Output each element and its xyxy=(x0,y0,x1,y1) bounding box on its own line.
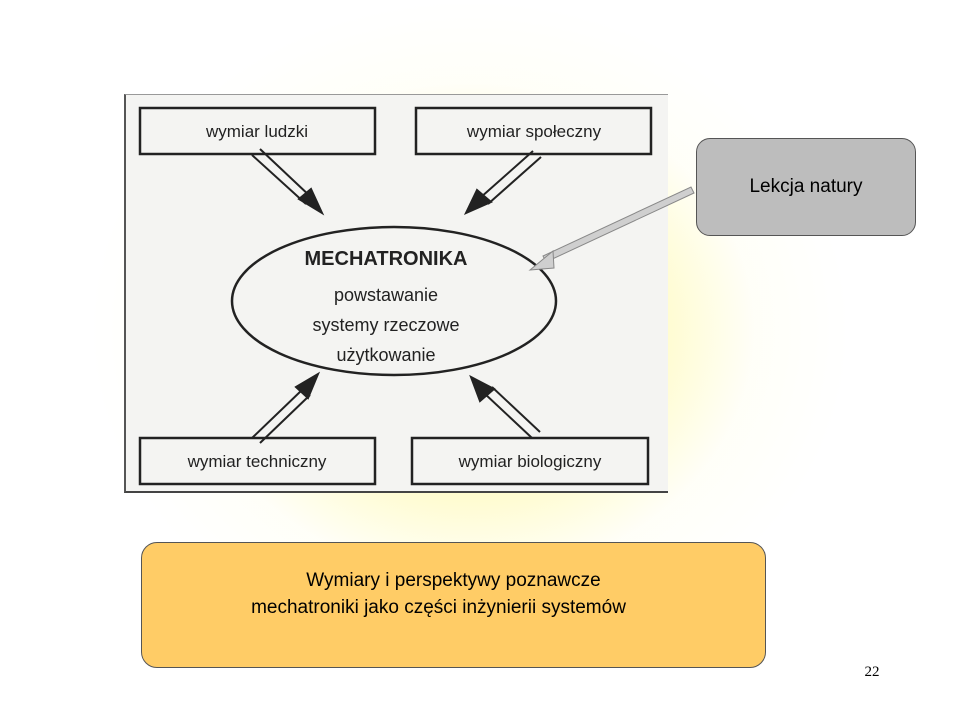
center-line-powstawanie: powstawanie xyxy=(334,285,438,305)
box-wymiar-spoleczny-label: wymiar społeczny xyxy=(466,122,602,141)
box-wymiar-ludzki: wymiar ludzki xyxy=(138,106,377,156)
arrow-top-right xyxy=(463,150,542,216)
callout-label: Lekcja natury xyxy=(749,176,863,197)
center-line-systemy: systemy rzeczowe xyxy=(312,315,459,335)
center-line-uzytkowanie: użytkowanie xyxy=(336,345,435,365)
arrow-top-left xyxy=(251,148,325,216)
box-wymiar-biologiczny: wymiar biologiczny xyxy=(410,436,650,486)
arrow-bottom-right xyxy=(469,374,541,439)
arrow-bottom-left xyxy=(251,371,321,444)
caption-box: Wymiary i perspektywy poznawcze mechatro… xyxy=(141,542,766,668)
box-wymiar-biologiczny-label: wymiar biologiczny xyxy=(458,452,602,471)
page-number: 22 xyxy=(864,664,880,680)
diagram-drawing: wymiar ludzki wymiar społeczny wymiar te… xyxy=(138,106,653,486)
callout-box: Lekcja natury xyxy=(696,138,916,236)
caption-line-2: mechatroniki jako części inżynierii syst… xyxy=(251,597,626,618)
box-wymiar-techniczny: wymiar techniczny xyxy=(138,436,377,486)
box-wymiar-techniczny-label: wymiar techniczny xyxy=(187,452,327,471)
center-ellipse: MECHATRONIKA powstawanie systemy rzeczow… xyxy=(230,225,558,377)
caption-line-1: Wymiary i perspektywy poznawcze xyxy=(306,570,601,591)
center-title: MECHATRONIKA xyxy=(305,248,468,270)
mechatronics-diagram: wymiar ludzki wymiar społeczny wymiar te… xyxy=(124,94,668,493)
box-wymiar-spoleczny: wymiar społeczny xyxy=(414,106,653,156)
box-wymiar-ludzki-label: wymiar ludzki xyxy=(205,122,308,141)
